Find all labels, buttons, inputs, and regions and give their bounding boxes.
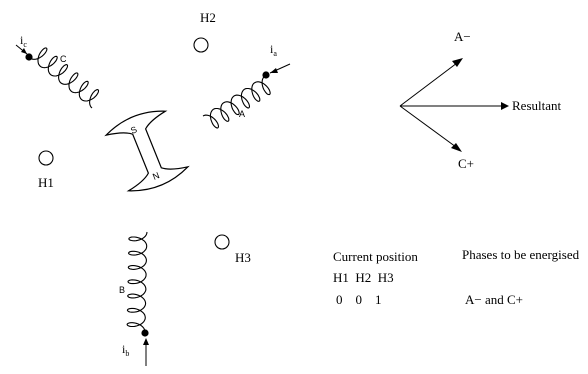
phases-value: A− and C+ xyxy=(465,292,523,307)
hall-h1-label: H1 xyxy=(38,175,54,190)
coil-b xyxy=(126,231,148,333)
hall-sensor-h1 xyxy=(38,150,54,166)
current-b-label: ib xyxy=(122,342,130,358)
phasor-a-minus xyxy=(399,62,458,107)
sensor-header: H1 H2 H3 xyxy=(333,270,394,285)
current-a-label: ia xyxy=(270,42,277,58)
coil-a xyxy=(202,75,271,129)
current-c-label: ic xyxy=(20,33,27,49)
current-position-header: Current position xyxy=(333,249,418,264)
current-a-arrow xyxy=(262,63,291,79)
hall-h3-label: H3 xyxy=(235,250,251,265)
phasor-resultant-head xyxy=(501,102,509,110)
phasor-c-plus-head xyxy=(451,143,462,152)
hall-h2-label: H2 xyxy=(200,10,216,25)
current-c-arrow xyxy=(15,44,33,61)
coil-a-label: A xyxy=(239,109,246,119)
coil-c-label: C xyxy=(60,54,67,64)
phasor-resultant-label: Resultant xyxy=(512,98,562,113)
phasor-a-minus-label: A− xyxy=(454,29,471,44)
coil-b-label: B xyxy=(119,285,126,295)
phasor-diagram xyxy=(399,58,509,152)
phasor-a-minus-head xyxy=(452,58,463,67)
phases-header: Phases to be energised xyxy=(462,247,580,262)
sensor-values: 0 0 1 xyxy=(336,292,382,307)
coil-c xyxy=(29,47,100,109)
phasor-c-plus xyxy=(399,105,457,148)
current-b-arrow xyxy=(141,329,149,366)
phasor-c-plus-label: C+ xyxy=(458,156,475,171)
hall-sensor-h2 xyxy=(193,37,209,53)
rotor xyxy=(104,110,190,192)
hall-sensor-h3 xyxy=(214,234,230,250)
